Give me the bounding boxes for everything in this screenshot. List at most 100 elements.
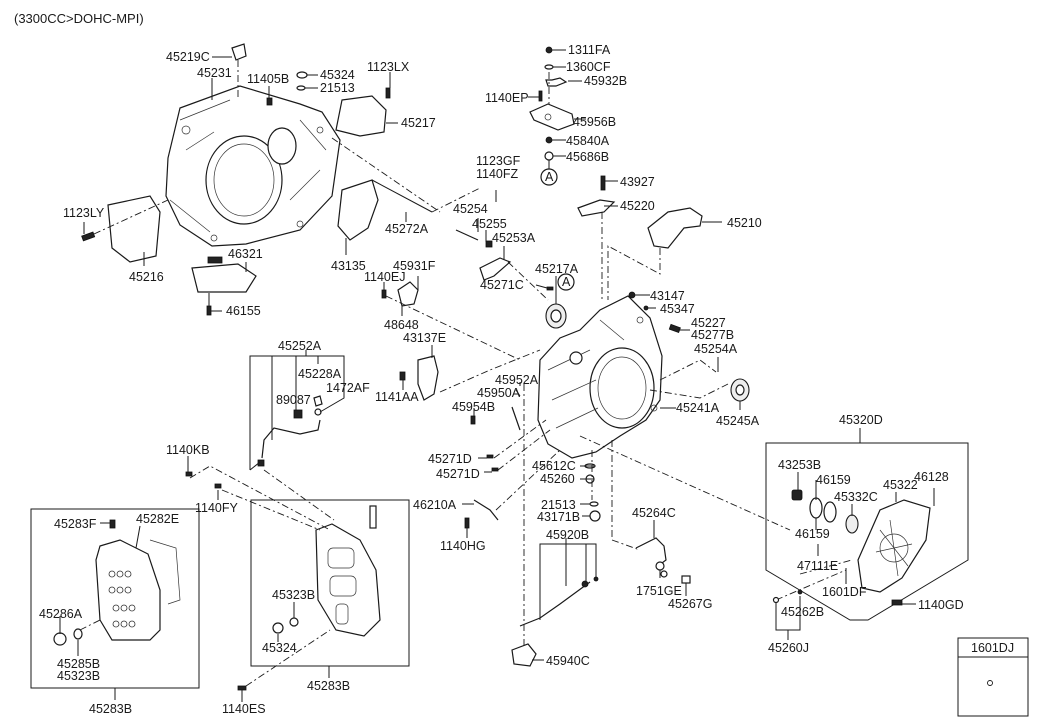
svg-text:A: A (545, 170, 554, 184)
label-45245A: 45245A (716, 414, 760, 428)
label-45253A: 45253A (492, 231, 536, 245)
legend-symbol (987, 680, 993, 686)
label-1751GE: 1751GE (636, 584, 682, 598)
label-45347: 45347 (660, 302, 695, 316)
label-45612C: 45612C (532, 459, 576, 473)
pin-46210A-drawing (473, 499, 499, 521)
label-45956B: 45956B (573, 115, 616, 129)
label-45954B: 45954B (452, 400, 495, 414)
label-45271D-1: 45271D (428, 452, 472, 466)
label-1140HG: 1140HG (440, 539, 486, 553)
label-45228A: 45228A (298, 367, 342, 381)
label-47111E: 47111E (797, 559, 838, 573)
label-45950A: 45950A (477, 386, 521, 400)
cover-43137E-drawing (417, 355, 439, 401)
label-45323B-left: 45323B (57, 669, 100, 683)
label-43147: 43147 (650, 289, 685, 303)
label-45324-top: 45324 (320, 68, 355, 82)
label-45220: 45220 (620, 199, 655, 213)
label-45231: 45231 (197, 66, 232, 80)
label-45272A: 45272A (385, 222, 429, 236)
label-45260: 45260 (540, 472, 575, 486)
box-45283B-mid (250, 499, 410, 667)
label-46210A: 46210A (413, 498, 457, 512)
label-45920B: 45920B (546, 528, 589, 542)
label-45283B-mid: 45283B (307, 679, 350, 693)
label-46321: 46321 (228, 247, 263, 261)
oil-pan-45283B-mid-drawing (272, 505, 381, 637)
hose-45252A-drawing (257, 395, 323, 467)
fork-45253A-drawing (479, 257, 512, 281)
label-46159-b: 46159 (795, 527, 830, 541)
reference-a-circle-mid (557, 273, 575, 291)
label-45940C: 45940C (546, 654, 590, 668)
leader-lines (59, 49, 935, 702)
label-45324-mid: 45324 (262, 641, 297, 655)
label-45320D: 45320D (839, 413, 883, 427)
label-1140FY: 1140FY (195, 501, 239, 515)
label-45952A: 45952A (495, 373, 539, 387)
label-45686B: 45686B (566, 150, 609, 164)
label-1140GD: 1140GD (918, 598, 964, 612)
label-1472AF: 1472AF (326, 381, 370, 395)
part-number-labels: 45219C 45231 11405B 45324 21513 1123LX 4… (39, 43, 964, 716)
label-45216: 45216 (129, 270, 164, 284)
label-45210: 45210 (727, 216, 762, 230)
label-1123GF: 1123GF (476, 154, 521, 168)
label-43135: 43135 (331, 259, 366, 273)
label-45255: 45255 (472, 217, 507, 231)
label-45931F: 45931F (393, 259, 436, 273)
label-21513-mid: 21513 (541, 498, 576, 512)
converter-housing-drawing (165, 85, 341, 247)
label-45262B: 45262B (781, 605, 824, 619)
label-46128: 46128 (914, 470, 949, 484)
label-45840A: 45840A (566, 134, 610, 148)
label-45332C: 45332C (834, 490, 878, 504)
oil-pan-45283B-left-drawing (53, 519, 181, 646)
label-45285B: 45285B (57, 657, 100, 671)
bracket-45217-drawing (335, 95, 387, 137)
label-89087: 89087 (276, 393, 311, 407)
label-45323B-mid: 45323B (272, 588, 315, 602)
label-43253B: 43253B (778, 458, 821, 472)
label-43137E: 43137E (403, 331, 446, 345)
extension-housing-45320D-drawing (791, 489, 931, 593)
label-1123LX: 1123LX (367, 60, 410, 74)
label-45283F: 45283F (54, 517, 97, 531)
label-1123LY: 1123LY (63, 206, 105, 220)
svg-text:A: A (562, 275, 571, 289)
label-45271C: 45271C (480, 278, 524, 292)
label-45271D-2: 45271D (436, 467, 480, 481)
label-45217A: 45217A (535, 262, 579, 276)
label-45217: 45217 (401, 116, 436, 130)
box-45320D (765, 442, 969, 621)
label-45277B: 45277B (691, 328, 734, 342)
transaxle-case-45241A-drawing (537, 295, 663, 459)
label-45252A: 45252A (278, 339, 322, 353)
label-45282E: 45282E (136, 512, 179, 526)
label-45286A: 45286A (39, 607, 83, 621)
label-11405B: 11405B (247, 72, 289, 86)
label-45322: 45322 (883, 478, 918, 492)
legend-part-number: 1601DJ (971, 641, 1014, 655)
bracket-45216-drawing (107, 195, 161, 263)
label-1140FZ: 1140FZ (476, 167, 519, 181)
label-21513-top: 21513 (320, 81, 355, 95)
label-1601DF: 1601DF (822, 585, 867, 599)
label-45283B-left: 45283B (89, 702, 132, 716)
pipe-45264C-drawing (635, 537, 667, 567)
label-46155: 46155 (226, 304, 261, 318)
label-1140ES: 1140ES (222, 702, 266, 716)
pipe-fitting-45940C-drawing (511, 643, 537, 667)
cover-46321-drawing (191, 263, 257, 293)
label-43927: 43927 (620, 175, 655, 189)
legend-box-1601DJ: 1601DJ (957, 637, 1029, 717)
label-45264C: 45264C (632, 506, 676, 520)
label-45219C: 45219C (166, 50, 210, 64)
cover-43135-drawing (337, 179, 379, 241)
engine-spec-label: (3300CC>DOHC-MPI) (14, 11, 144, 26)
label-45254: 45254 (453, 202, 488, 216)
label-1360CF: 1360CF (566, 60, 611, 74)
label-1311FA: 1311FA (568, 43, 611, 57)
label-45254A: 45254A (694, 342, 738, 356)
